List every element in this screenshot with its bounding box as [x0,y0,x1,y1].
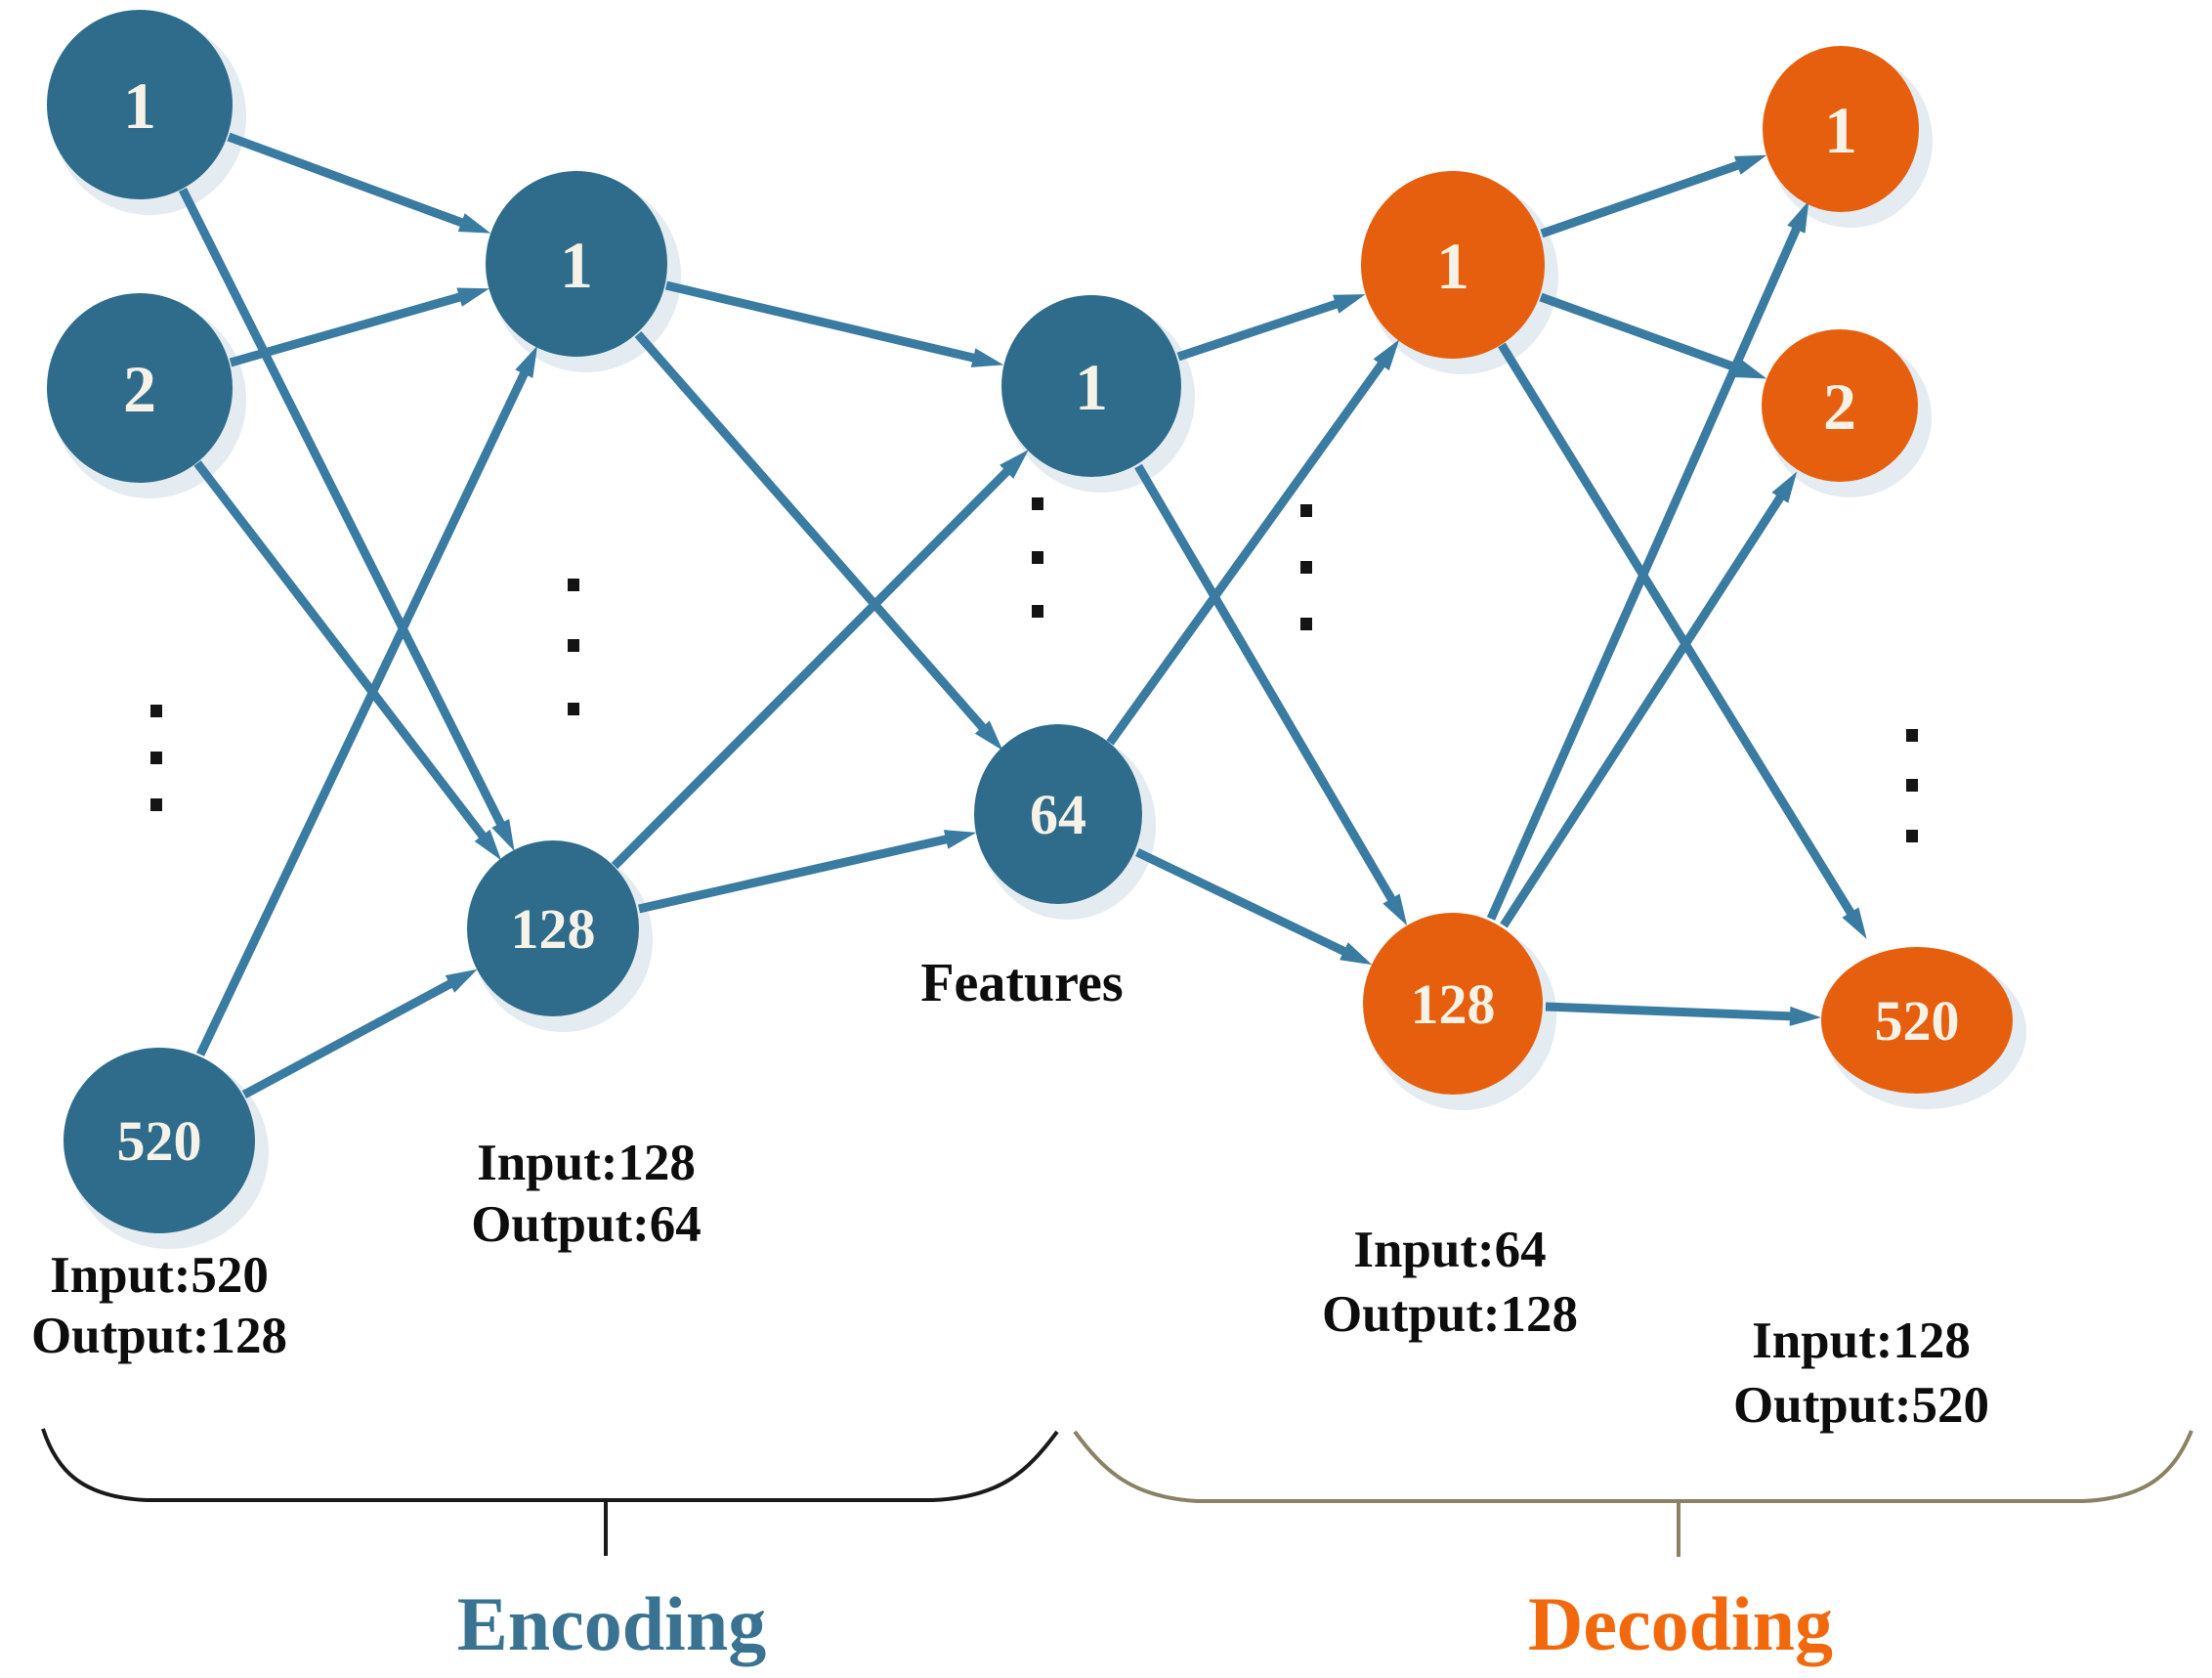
edge-feat64-dec128 [1135,847,1373,966]
edge-dec1-out1 [1540,154,1767,238]
edge-input2-enc1 [229,287,489,367]
dot [1906,729,1918,742]
node-label: 520 [117,1109,202,1173]
dot [1906,779,1918,792]
encoder-layer-io-line2: Output:64 [471,1196,702,1253]
ellipsis-dots-feature [1032,497,1043,618]
decoder-layer-io-line1: Input:64 [1353,1222,1546,1278]
node-encoder-1 [486,171,667,357]
dot [1300,561,1312,574]
node-glows [53,18,2026,1249]
dot [150,752,162,764]
dot [568,639,579,652]
node-label: 1 [1436,229,1469,303]
node-label: 1 [1824,93,1857,167]
edge-dec128-out520 [1545,1002,1821,1026]
section-braces [41,1428,2193,1557]
edge-feat64-dec1 [1106,339,1400,746]
ellipsis-dots [150,497,1918,842]
output-layer-io-line2: Output:520 [1733,1377,1989,1434]
dot [1032,605,1043,618]
node-label: 2 [123,352,156,426]
edge-feat1-dec128 [1134,463,1408,926]
edge-dec1-out2 [1539,292,1767,379]
features-caption: Features [920,953,1123,1013]
dot [1300,504,1312,517]
decoding-brace [1073,1430,2193,1503]
dot [1032,497,1043,510]
edge-enc1-feat1 [664,280,1004,367]
node-input-2 [47,293,233,483]
edge-dec1-out520 [1498,342,1867,939]
ellipsis-dots-encoder [568,579,579,715]
ellipsis-dots-input [150,705,162,811]
edge-input520-enc128 [241,968,478,1098]
edge-enc1-feat64 [634,331,1003,752]
node-output-2 [1762,329,1918,482]
node-label: 1 [560,228,593,302]
node-output-520 [1821,947,2013,1094]
node-feature-1 [1001,295,1181,477]
edge-input2-enc128 [193,460,502,861]
dot [1906,830,1918,842]
node-decoder-128 [1363,913,1543,1095]
node-label: 64 [1030,783,1086,846]
ellipsis-dots-output [1906,729,1918,842]
node-label: 128 [1411,972,1496,1036]
layer-io-labels: Input:520 Output:128 Input:128 Output:64… [31,953,1989,1434]
encoding-brace [41,1428,1059,1502]
edge-input520-enc1 [195,345,538,1056]
node-label: 128 [511,897,596,961]
encoder-layer-io-line1: Input:128 [477,1135,696,1191]
node-encoder-128 [467,840,639,1016]
node-label: 1 [1075,350,1108,424]
edge-input1-enc128 [178,187,515,852]
encoding-title: Encoding [457,1581,766,1666]
node-output-1 [1763,46,1919,212]
edges [178,132,1867,1098]
edge-feat1-dec1 [1176,294,1366,362]
node-input-1 [47,10,233,199]
edge-input1-enc1 [227,132,491,234]
node-feature-64 [974,724,1142,904]
node-decoder-1 [1361,171,1545,359]
section-titles: Encoding Decoding [457,1581,1833,1666]
node-label: 1 [123,68,156,143]
dot [1300,618,1312,630]
node-labels: 1 2 520 1 128 1 64 1 128 1 2 520 [117,68,1960,1173]
output-layer-io-line1: Input:128 [1752,1312,1971,1369]
dot [1032,551,1043,564]
edge-dec128-out1 [1486,200,1809,921]
dot [568,703,579,715]
node-label: 520 [1875,989,1960,1053]
dot [568,579,579,591]
decoding-title: Decoding [1528,1581,1833,1666]
edge-enc128-feat64 [638,830,977,914]
edge-dec128-out2 [1500,471,1798,928]
node-label: 2 [1823,369,1856,444]
dot [150,798,162,811]
input-layer-io-line2: Output:128 [31,1308,287,1364]
decoder-layer-io-line2: Output:128 [1322,1286,1578,1343]
node-input-520 [64,1048,255,1233]
input-layer-io-line1: Input:520 [50,1247,269,1304]
ellipsis-dots-decoder [1300,504,1312,630]
nodes [47,10,2013,1233]
edge-enc128-feat1 [611,450,1029,870]
dot [150,705,162,717]
